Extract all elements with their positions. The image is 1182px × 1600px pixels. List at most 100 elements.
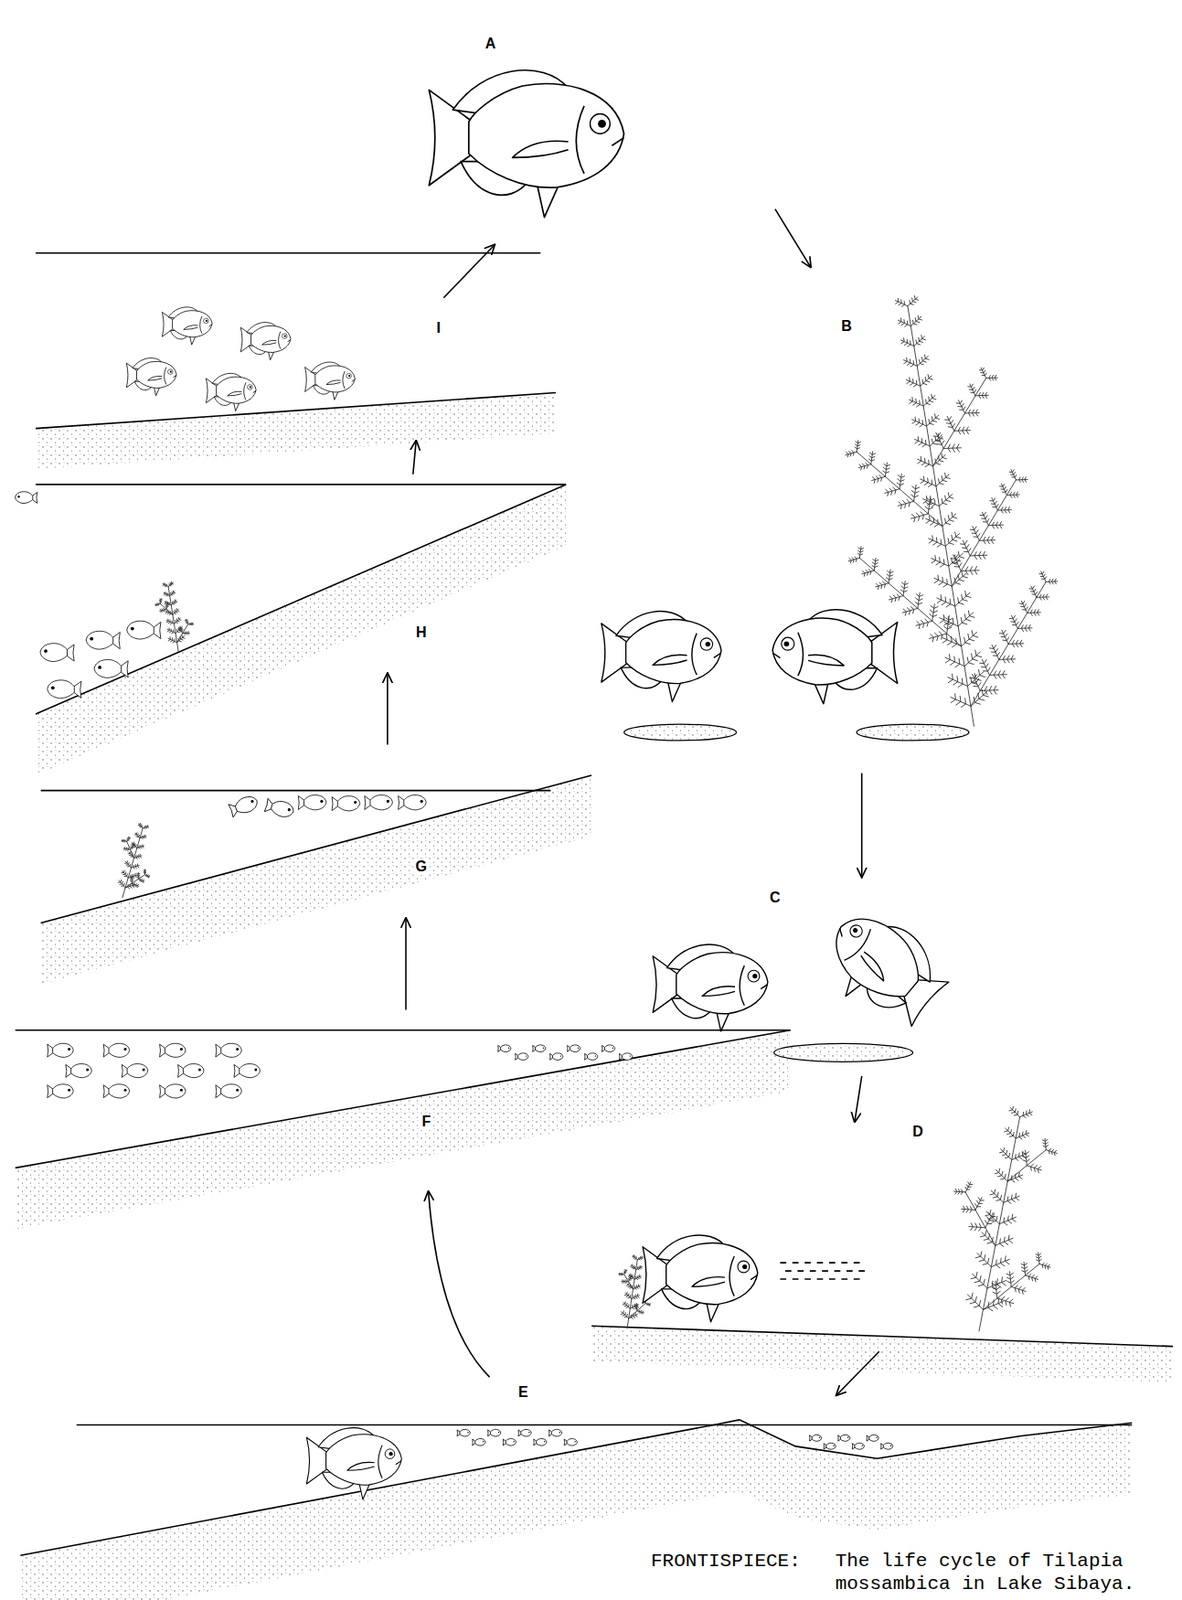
- fish-eye: [235, 1047, 239, 1051]
- tilapia-fish: [161, 307, 213, 345]
- stage-letter: D: [909, 1123, 927, 1140]
- fish-eye: [282, 333, 288, 340]
- tilapia-fish: [518, 1428, 532, 1437]
- fish-body: [666, 1243, 758, 1305]
- tilapia-fish: [47, 1043, 74, 1057]
- life-stage-panel: B: [601, 285, 1031, 755]
- fish-pupil: [597, 119, 607, 128]
- fish-body: [47, 680, 75, 699]
- fish-eye: [482, 1440, 484, 1442]
- life-stage-panel: A: [428, 31, 643, 231]
- fish-body: [811, 1434, 822, 1441]
- fish-body: [15, 491, 33, 504]
- tilapia-fish: [564, 1438, 577, 1447]
- mouth-line: [253, 390, 256, 393]
- fish-body: [370, 795, 393, 810]
- fish-eye: [353, 800, 357, 804]
- fish-eye: [832, 1445, 834, 1447]
- mouth-line: [760, 984, 768, 990]
- fish-pupil: [851, 926, 859, 934]
- gill-line: [200, 316, 203, 334]
- tilapia-fish: [502, 1438, 516, 1447]
- fish-body: [53, 1084, 75, 1098]
- fish-pupil: [284, 335, 287, 338]
- fish-body: [587, 1053, 598, 1061]
- tilapia-fish: [215, 1043, 242, 1057]
- bottom-line: [15, 1030, 791, 1169]
- fish-body: [85, 630, 114, 650]
- fish-body: [53, 1043, 75, 1057]
- pectoral-fin: [183, 325, 199, 331]
- stage-letter: A: [482, 35, 500, 53]
- fish-body: [459, 1428, 470, 1437]
- mouth-line: [713, 652, 722, 658]
- tilapia-fish: [472, 1438, 486, 1447]
- tilapia-fish: [127, 620, 161, 639]
- tilapia-fish: [126, 358, 177, 396]
- tilapia-fish: [602, 1044, 616, 1053]
- fish-eye: [737, 1260, 750, 1273]
- tilapia-fish: [331, 796, 361, 811]
- fish-body: [869, 1434, 880, 1441]
- fish-body: [326, 1434, 403, 1485]
- fish-body: [553, 1053, 564, 1061]
- tilapia-fish: [585, 1053, 598, 1061]
- fish-eye: [574, 1440, 576, 1442]
- fish-eye: [525, 1054, 527, 1056]
- mouth-line: [395, 1460, 402, 1465]
- tilapia-fish: [298, 795, 327, 810]
- fish-body: [626, 619, 722, 684]
- tilapia-fish: [178, 1064, 204, 1078]
- cycle-arrow: [428, 1191, 490, 1377]
- mouth-line: [209, 324, 213, 327]
- fish-eye: [319, 799, 323, 803]
- fish-body: [604, 1044, 615, 1053]
- tilapia-fish: [40, 643, 75, 662]
- tail-fin: [66, 644, 75, 661]
- cycle-arrow: [443, 244, 495, 299]
- fish-eye: [386, 799, 390, 803]
- fish-body: [535, 1044, 546, 1053]
- fish-eye: [180, 1088, 183, 1092]
- fish-eye: [168, 369, 174, 375]
- tilapia-fish: [823, 1442, 836, 1449]
- fish-body: [315, 365, 356, 393]
- gill-line: [244, 382, 246, 400]
- mouth-line: [836, 927, 845, 937]
- pectoral-fin: [262, 340, 277, 345]
- cycle-arrow: [836, 1351, 880, 1395]
- fish-body: [337, 796, 360, 811]
- fish-eye: [467, 1431, 469, 1433]
- fish-body: [172, 310, 213, 338]
- fish-eye: [198, 1067, 202, 1071]
- fish-pupil: [170, 371, 172, 373]
- fish-body: [94, 659, 122, 678]
- fish-eye: [862, 1445, 863, 1447]
- fish-pupil: [742, 1264, 747, 1269]
- pectoral-fin: [702, 986, 735, 997]
- fish-eye: [781, 637, 795, 650]
- fish-pupil: [752, 973, 757, 979]
- fish-body: [108, 1043, 130, 1057]
- gill-line: [739, 965, 745, 1006]
- released-young: [779, 1262, 865, 1279]
- fish-body: [404, 795, 426, 810]
- fish-body: [108, 1084, 130, 1098]
- sand-bed: [35, 393, 556, 470]
- fish-body: [621, 1053, 632, 1061]
- fish-body: [490, 1428, 501, 1437]
- life-stage-panel: D: [586, 1106, 1179, 1352]
- tilapia-fish: [851, 1442, 864, 1449]
- fish-body: [521, 1428, 532, 1437]
- fish-eye: [890, 1445, 892, 1447]
- tilapia-fish: [47, 680, 82, 699]
- fish-body: [127, 1064, 149, 1078]
- water-surface: [35, 252, 541, 255]
- tilapia-fish: [498, 1044, 512, 1053]
- fish-eye: [203, 318, 210, 324]
- tail-fin: [112, 632, 120, 650]
- pectoral-fin: [326, 380, 341, 385]
- fish-body: [216, 376, 257, 404]
- tilapia-fish: [94, 659, 128, 678]
